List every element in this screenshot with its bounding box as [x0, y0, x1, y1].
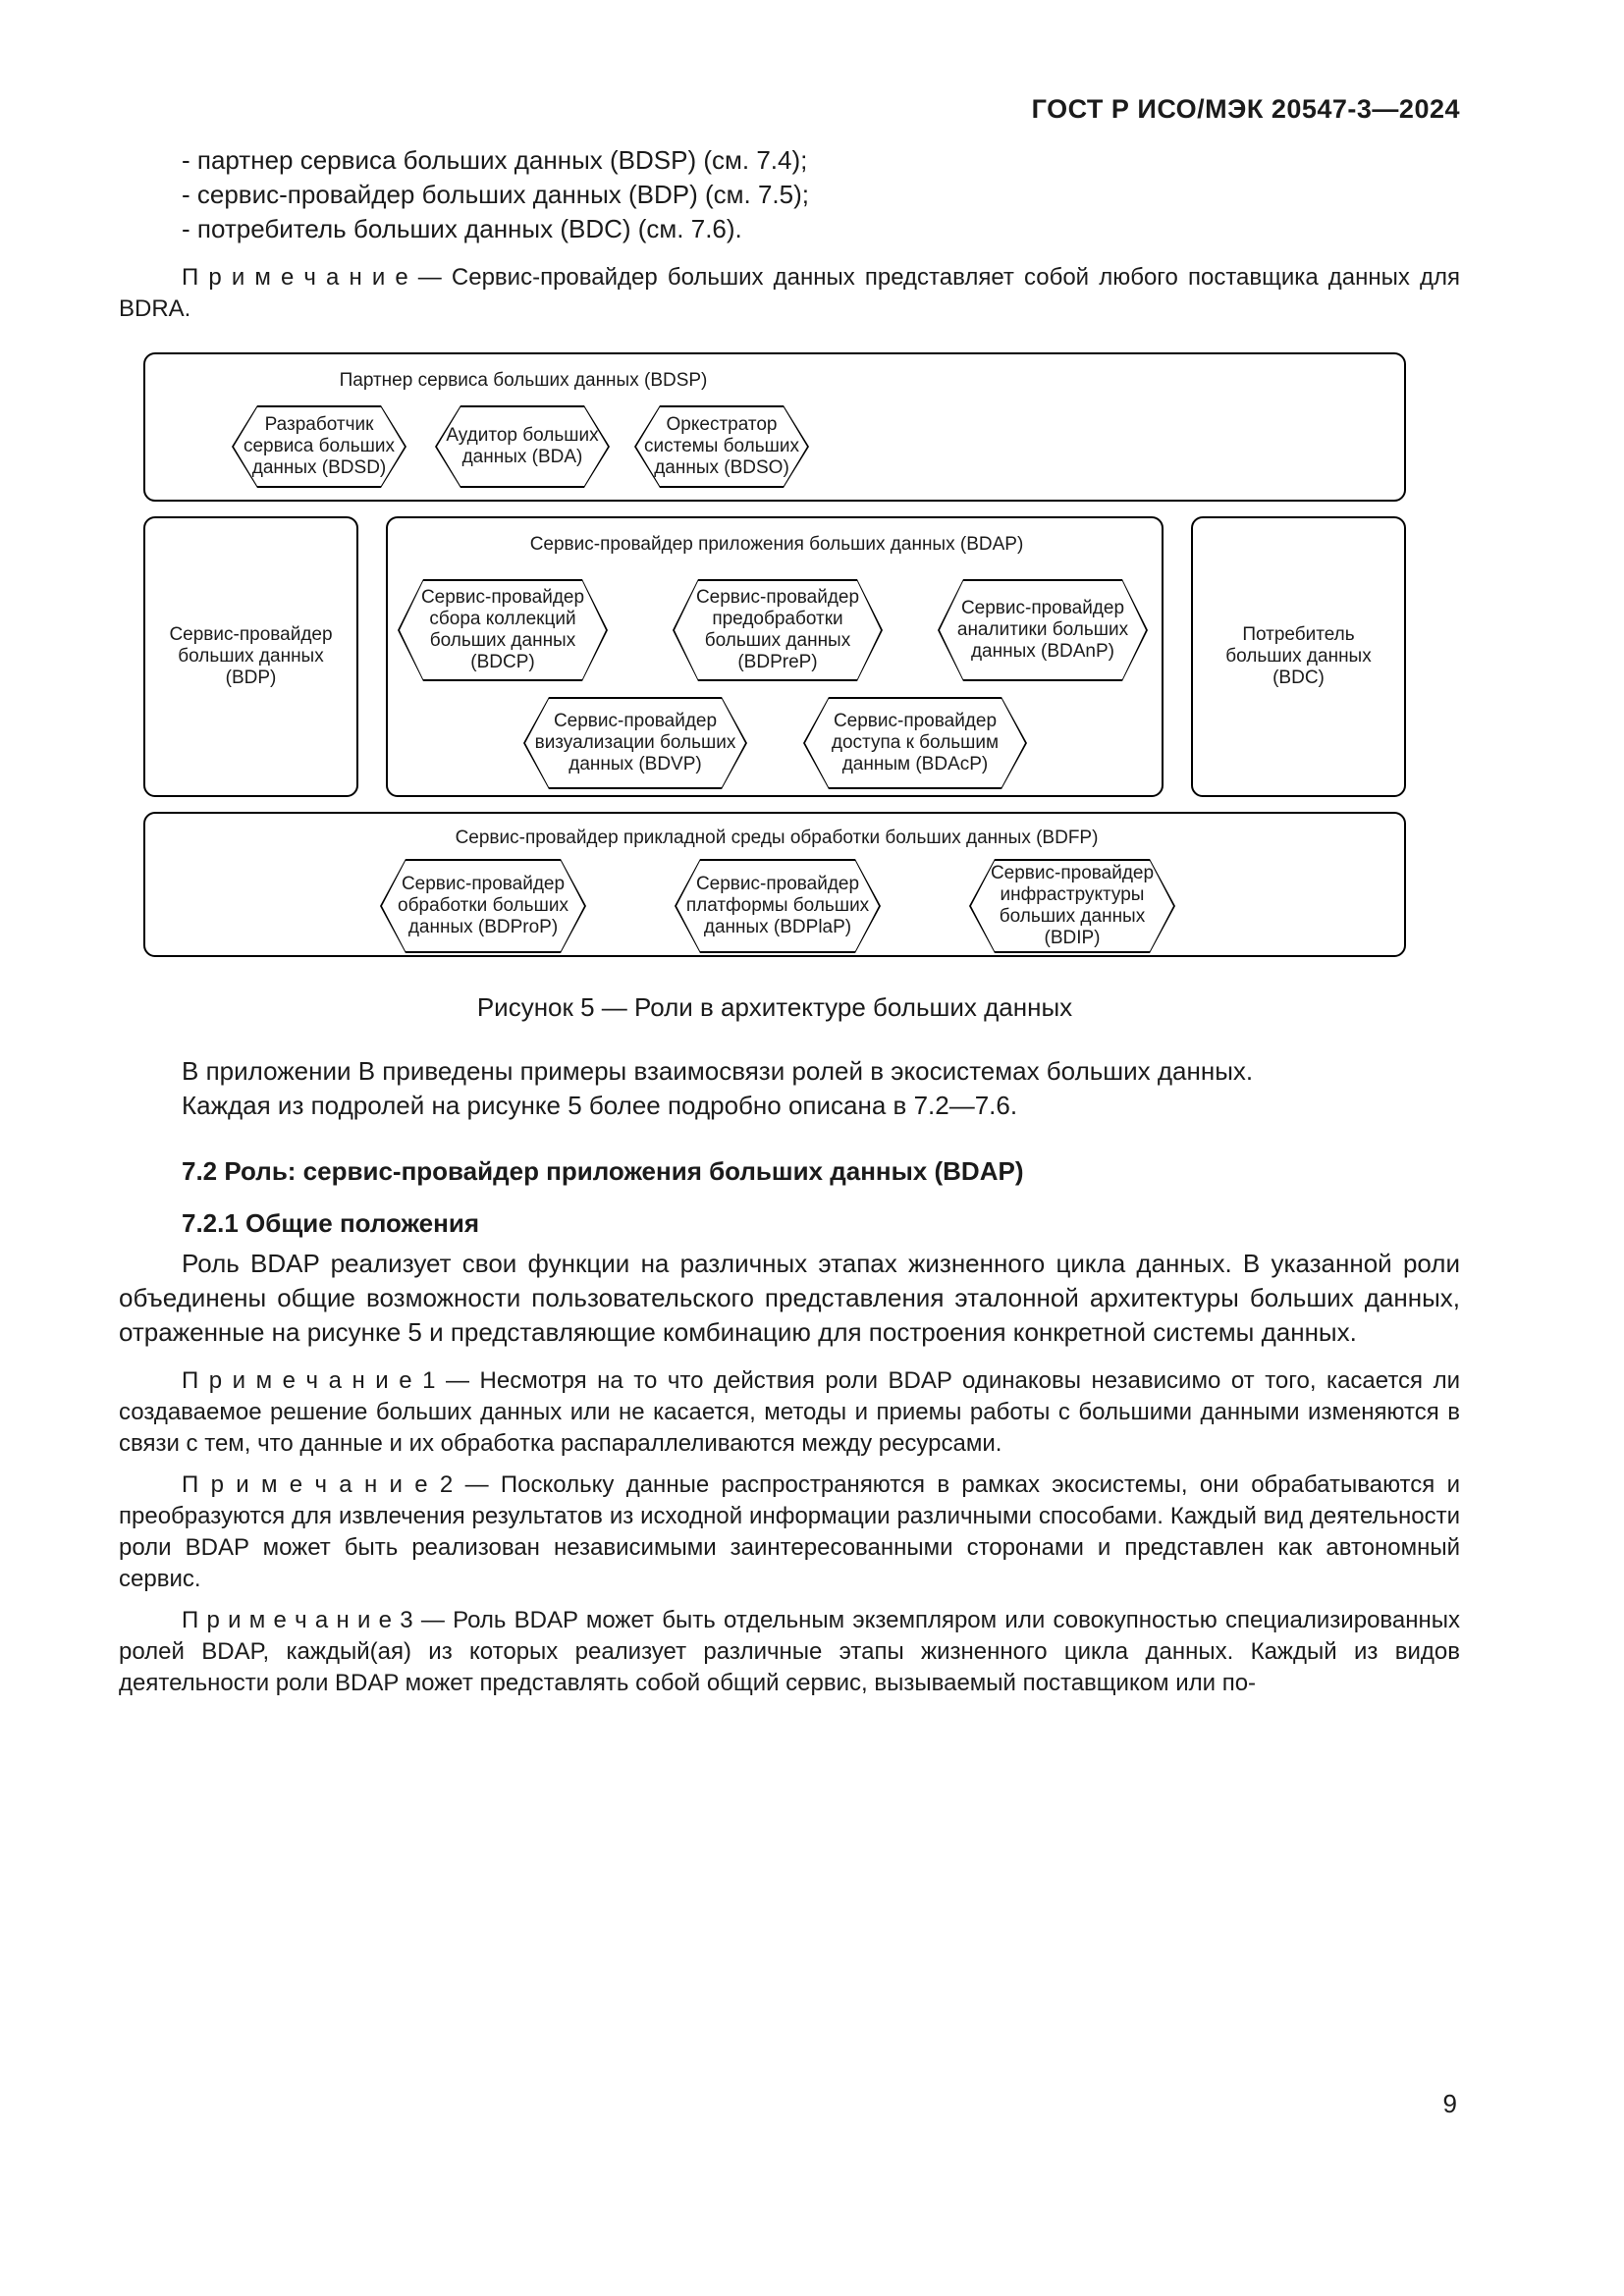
hex-bdanp-label: Сервис-провайдер аналитики больших данны…	[956, 598, 1129, 662]
hex-bdsd: Разработчик сервиса больших данных (BDSD…	[232, 405, 406, 488]
hex-bdanp: Сервис-провайдер аналитики больших данны…	[938, 579, 1148, 681]
bdc-box-label: Потребитель больших данных (BDC)	[1225, 624, 1372, 688]
list-item-bdp: - сервис-провайдер больших данных (BDP) …	[182, 180, 809, 209]
hex-bdvp: Сервис-провайдер визуализации больших да…	[523, 697, 747, 789]
hex-bdplap: Сервис-провайдер платформы больших данны…	[675, 859, 881, 953]
intro-note: П р и м е ч а н и е — Сервис-провайдер б…	[119, 264, 1460, 322]
list-item-bdsp: - партнер сервиса больших данных (BDSP) …	[182, 145, 808, 175]
paragraph-subroles-ref: Каждая из подролей на рисунке 5 более по…	[182, 1091, 1018, 1120]
paragraph-appendix-ref: В приложении В приведены примеры взаимос…	[182, 1056, 1254, 1086]
hex-bdprop-label: Сервис-провайдер обработки больших данны…	[398, 874, 568, 937]
bdp-box: Сервис-провайдер больших данных (BDP)	[143, 516, 358, 797]
bdsp-box-title: Партнер сервиса больших данных (BDSP)	[339, 370, 708, 391]
hex-bdso: Оркестратор системы больших данных (BDSO…	[634, 405, 809, 488]
hex-bdip: Сервис-провайдер инфраструктуры больших …	[969, 859, 1175, 953]
bdap-box: Сервис-провайдер приложения больших данн…	[386, 516, 1164, 797]
note-2: П р и м е ч а н и е 2 — Поскольку данные…	[119, 1471, 1460, 1592]
hex-bdacp: Сервис-провайдер доступа к большим данны…	[803, 697, 1027, 789]
hex-bdvp-label: Сервис-провайдер визуализации больших да…	[534, 711, 736, 774]
hex-bdso-label: Оркестратор системы больших данных (BDSO…	[643, 414, 800, 478]
bdsp-box: Партнер сервиса больших данных (BDSP) Ра…	[143, 352, 1406, 502]
note-1: П р и м е ч а н и е 1 — Несмотря на то ч…	[119, 1367, 1460, 1457]
document-header: ГОСТ Р ИСО/МЭК 20547-3—2024	[1031, 94, 1460, 124]
bdc-box: Потребитель больших данных (BDC)	[1191, 516, 1406, 797]
note-3: П р и м е ч а н и е 3 — Роль BDAP может …	[119, 1607, 1460, 1696]
bdfp-box-title: Сервис-провайдер прикладной среды обрабо…	[455, 828, 1099, 848]
heading-7-2: 7.2 Роль: сервис-провайдер приложения бо…	[182, 1156, 1024, 1186]
hex-bda-label: Аудитор больших данных (BDA)	[446, 425, 599, 467]
hex-bdip-label: Сервис-провайдер инфраструктуры больших …	[990, 863, 1155, 948]
paragraph-bdap-general: Роль BDAP реализует свои функции на разл…	[119, 1249, 1460, 1347]
hex-bdprep-label: Сервис-провайдер предобработки больших д…	[695, 587, 860, 672]
figure-5-caption: Рисунок 5 — Роли в архитектуре больших д…	[476, 992, 1073, 1022]
list-item-bdc: - потребитель больших данных (BDC) (см. …	[182, 214, 742, 243]
page-content: - партнер сервиса больших данных (BDSP) …	[119, 143, 1460, 1699]
bdap-box-title: Сервис-провайдер приложения больших данн…	[529, 534, 1024, 555]
page-number: 9	[1442, 2089, 1457, 2118]
heading-7-2-1: 7.2.1 Общие положения	[182, 1208, 479, 1238]
hex-bda: Аудитор больших данных (BDA)	[435, 405, 610, 488]
hex-bdcp: Сервис-провайдер сбора коллекций больших…	[398, 579, 608, 681]
hex-bdprop: Сервис-провайдер обработки больших данны…	[380, 859, 586, 953]
hex-bdsd-label: Разработчик сервиса больших данных (BDSD…	[243, 414, 396, 478]
hex-bdplap-label: Сервис-провайдер платформы больших данны…	[685, 874, 870, 937]
bdfp-box: Сервис-провайдер прикладной среды обрабо…	[143, 812, 1406, 957]
hex-bdacp-label: Сервис-провайдер доступа к большим данны…	[831, 711, 1000, 774]
hex-bdcp-label: Сервис-провайдер сбора коллекций больших…	[420, 587, 585, 672]
hex-bdprep: Сервис-провайдер предобработки больших д…	[673, 579, 883, 681]
bdp-box-label: Сервис-провайдер больших данных (BDP)	[169, 624, 333, 688]
figure-5-diagram: Партнер сервиса больших данных (BDSP) Ра…	[143, 352, 1406, 957]
